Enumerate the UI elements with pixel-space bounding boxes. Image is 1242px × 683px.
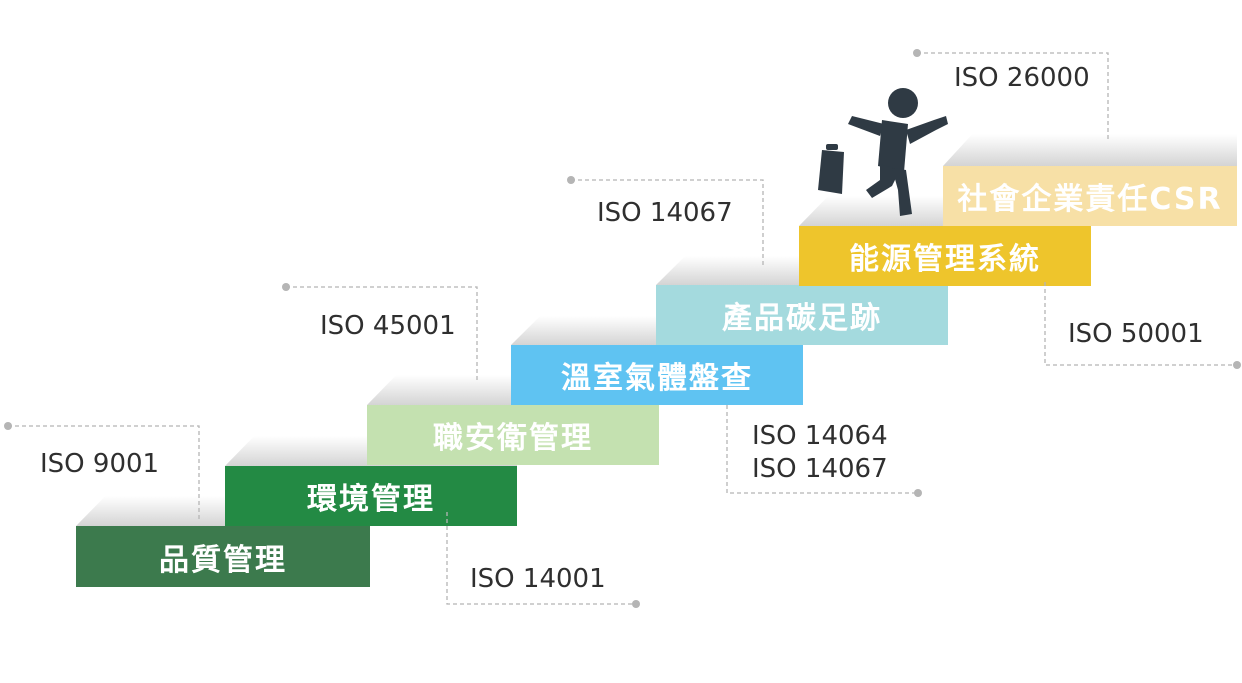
connector-iso-50001 xyxy=(1044,282,1237,366)
step-label: 溫室氣體盤查 xyxy=(561,361,753,396)
connector-iso-14067 xyxy=(571,179,764,268)
iso-50001-label: ISO 50001 xyxy=(1068,319,1204,349)
step-label: 職安衛管理 xyxy=(433,421,593,456)
connector-iso-14064 xyxy=(726,405,918,494)
running-businessman-icon xyxy=(818,88,948,216)
connector-dot xyxy=(632,600,640,608)
iso-14064-label: ISO 14064 xyxy=(752,421,888,451)
connector-iso-26000 xyxy=(917,52,1109,141)
iso-14001-label: ISO 14001 xyxy=(470,564,606,594)
connector-iso-45001 xyxy=(286,286,478,382)
step-environmental-management: 環境管理 xyxy=(225,466,517,526)
iso-14067-label: ISO 14067 xyxy=(752,454,888,484)
connector-dot xyxy=(913,49,921,57)
iso-14067-top-label: ISO 14067 xyxy=(597,198,733,228)
step-label: 環境管理 xyxy=(307,482,435,517)
step-label: 社會企業責任CSR xyxy=(957,182,1223,217)
step-energy-management: 能源管理系統 xyxy=(799,226,1091,286)
iso-9001-label: ISO 9001 xyxy=(40,449,160,479)
step-ghg-inventory: 溫室氣體盤查 xyxy=(511,345,803,405)
step-csr: 社會企業責任CSR xyxy=(943,166,1237,226)
step-label: 產品碳足跡 xyxy=(722,301,882,336)
step-quality-management: 品質管理 xyxy=(76,526,370,587)
connector-iso-14001 xyxy=(446,512,636,605)
iso-26000-label: ISO 26000 xyxy=(954,63,1090,93)
step-top-7 xyxy=(943,134,1237,166)
connector-dot xyxy=(567,176,575,184)
connector-dot xyxy=(914,489,922,497)
connector-dot xyxy=(4,422,12,430)
connector-iso-9001 xyxy=(8,425,200,522)
connector-dot xyxy=(282,283,290,291)
step-occupational-safety: 職安衛管理 xyxy=(367,405,659,465)
connector-dot xyxy=(1233,361,1241,369)
step-label: 品質管理 xyxy=(159,542,287,578)
step-label: 能源管理系統 xyxy=(849,242,1041,277)
iso-45001-label: ISO 45001 xyxy=(320,311,456,341)
step-product-carbon-footprint: 產品碳足跡 xyxy=(656,285,948,345)
